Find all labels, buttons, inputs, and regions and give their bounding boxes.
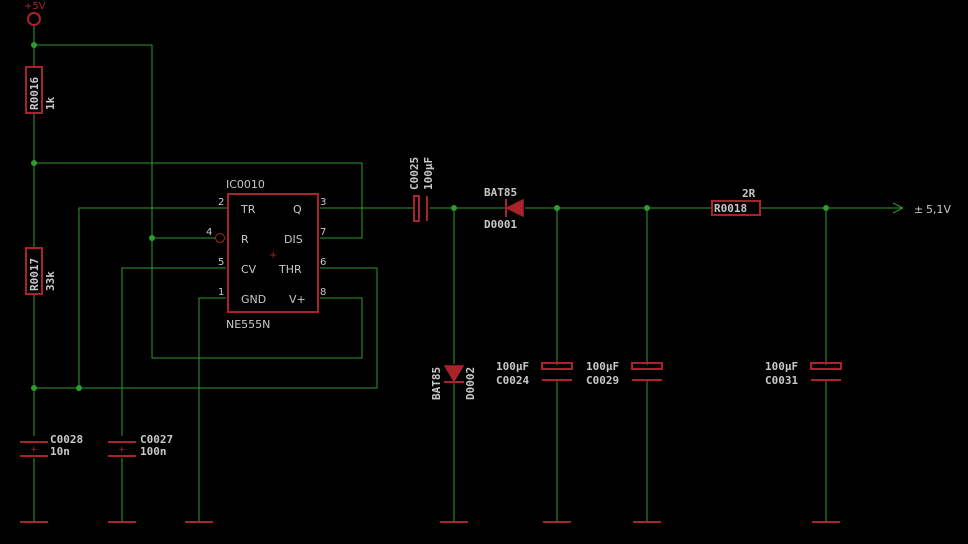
diode-d0001: BAT85 D0001	[484, 186, 524, 231]
d0002-value: BAT85	[430, 367, 443, 400]
svg-text:+: +	[30, 445, 38, 455]
ic-pin7-name: DIS	[284, 233, 303, 246]
resistor-r0018: R0018 2R	[711, 187, 761, 216]
ic-pin4-name: R	[241, 233, 249, 246]
ic-pin8-name: V+	[289, 293, 306, 306]
ic-pin1-name: GND	[241, 293, 266, 306]
svg-text:+: +	[269, 250, 277, 261]
c0025-value: 100µF	[422, 157, 435, 190]
capacitor-c0027: + C0027 100n	[108, 433, 173, 458]
ic-pin6-name: THR	[278, 263, 302, 276]
r0017-ref: R0017	[28, 258, 41, 291]
ic-pin2-name: TR	[240, 203, 256, 216]
c0031-value: 100µF	[765, 360, 798, 373]
c0025-ref: C0025	[408, 157, 421, 190]
ic-555: + IC0010 NE555N 2 TR 4 R 5 CV 1 GND 3 Q …	[206, 178, 326, 331]
c0028-ref: C0028	[50, 433, 83, 446]
ic-pin8-num: 8	[320, 287, 326, 298]
ic-pin1-num: 1	[218, 287, 224, 298]
ic-ref: IC0010	[226, 178, 265, 191]
capacitor-c0029: 100µF C0029	[586, 360, 663, 387]
ic-pin5-num: 5	[218, 257, 224, 268]
r0016-value: 1k	[44, 96, 57, 110]
supply-label: +5V	[24, 1, 46, 12]
r0017-value: 33k	[44, 271, 57, 291]
r0018-ref: R0018	[714, 202, 747, 215]
ic-pin6-num: 6	[320, 257, 326, 268]
c0024-ref: C0024	[496, 374, 529, 387]
diode-d0002: BAT85 D0002	[430, 365, 477, 400]
c0024-value: 100µF	[496, 360, 529, 373]
ic-pin5-name: CV	[241, 263, 257, 276]
ic-pin2-num: 2	[218, 197, 224, 208]
wires	[33, 26, 904, 521]
resistor-r0016: R0016 1k	[25, 66, 57, 114]
ic-pin4-num: 4	[206, 227, 212, 238]
resistor-r0017: R0017 33k	[25, 247, 57, 295]
capacitor-c0028: + C0028 10n	[20, 433, 83, 458]
output-5v1-label: ± 5,1V	[914, 203, 951, 216]
c0027-ref: C0027	[140, 433, 173, 446]
c0031-ref: C0031	[765, 374, 798, 387]
capacitor-c0031: 100µF C0031	[765, 360, 842, 387]
output-label: 5,1V	[926, 203, 951, 216]
c0027-value: 100n	[140, 445, 167, 458]
capacitor-c0024: 100µF C0024	[496, 360, 573, 387]
c0029-ref: C0029	[586, 374, 619, 387]
r0018-value: 2R	[742, 187, 756, 200]
junctions	[31, 42, 829, 391]
c0029-value: 100µF	[586, 360, 619, 373]
d0001-value: BAT85	[484, 186, 517, 199]
ic-pin3-name: Q	[293, 203, 302, 216]
svg-text:±: ±	[914, 203, 923, 216]
ic-pin3-num: 3	[320, 197, 326, 208]
d0001-ref: D0001	[484, 218, 517, 231]
ic-pin7-num: 7	[320, 227, 326, 238]
ic-type: NE555N	[226, 318, 270, 331]
capacitor-c0025: C0025 100µF	[408, 157, 435, 222]
d0002-ref: D0002	[464, 367, 477, 400]
c0028-value: 10n	[50, 445, 70, 458]
r0016-ref: R0016	[28, 77, 41, 110]
svg-text:+: +	[118, 445, 126, 455]
supply-5v-symbol: +5V	[24, 1, 46, 26]
